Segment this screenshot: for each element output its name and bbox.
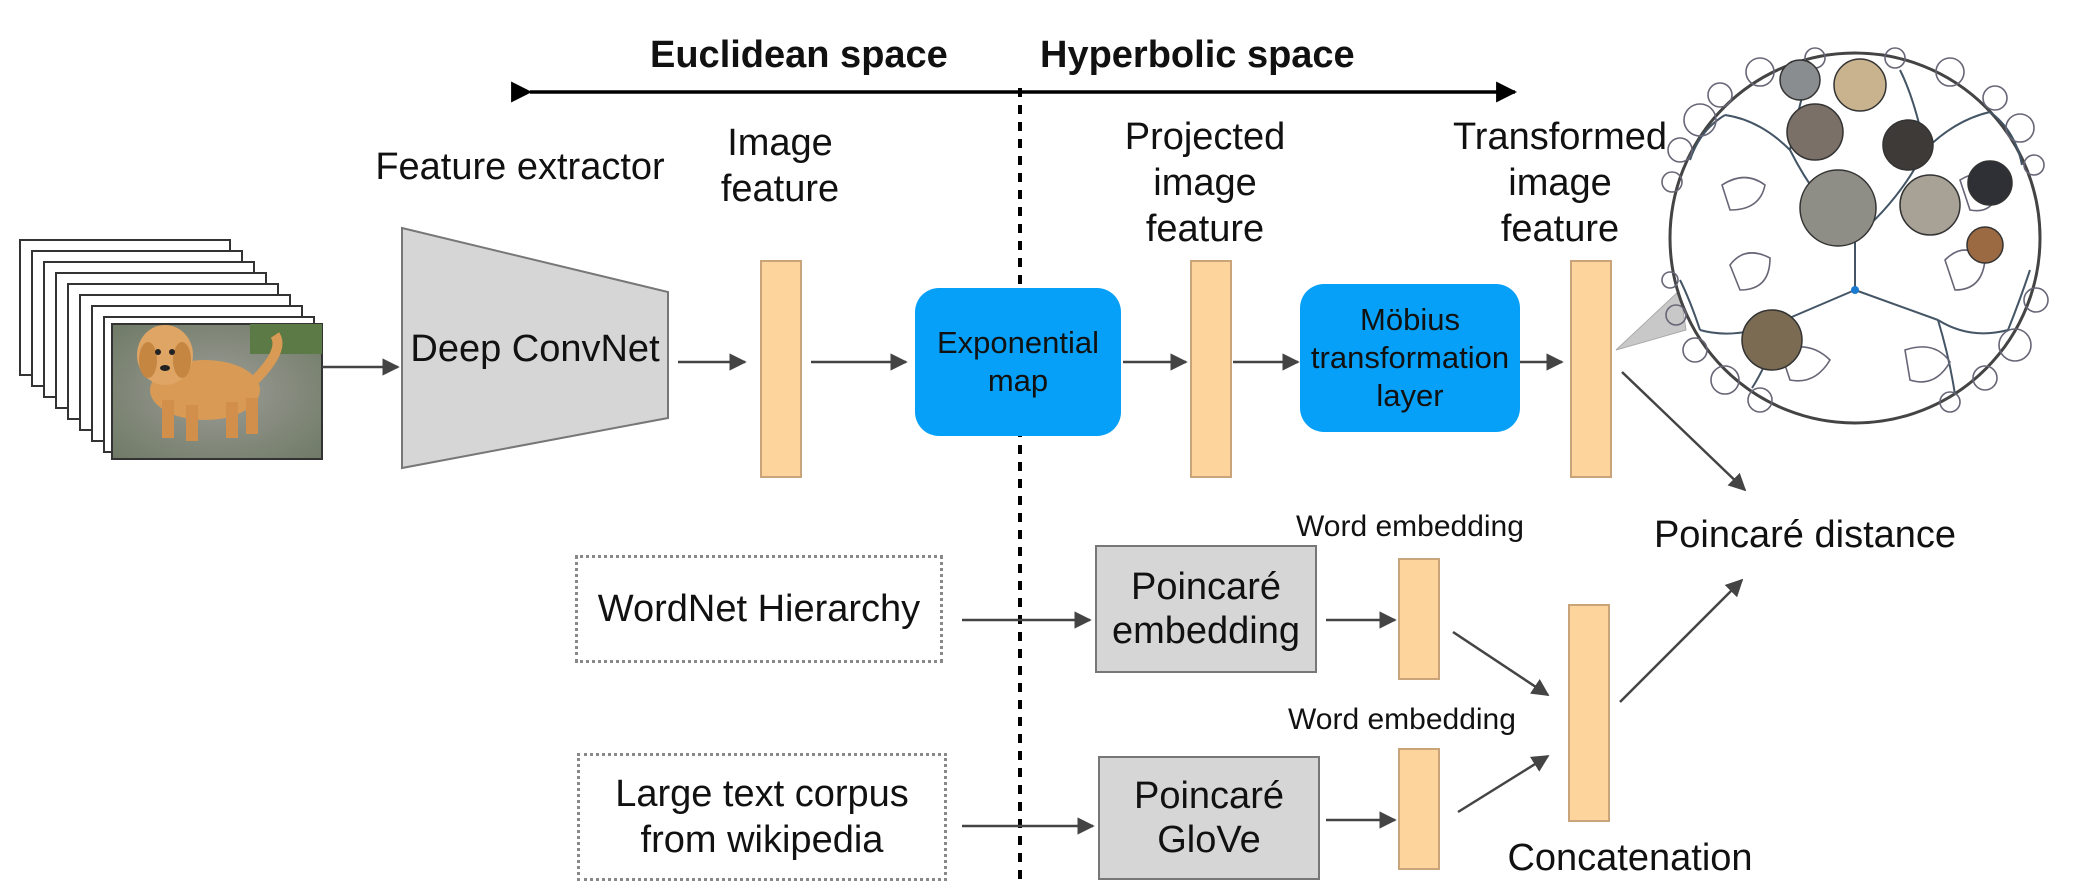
transformed-feature-bar [1570, 260, 1612, 478]
mobius-transformation-box: Möbius transformation layer [1300, 284, 1520, 432]
word-embedding-bottom-label: Word embedding [1288, 703, 1516, 736]
word-embedding-top-label: Word embedding [1296, 510, 1524, 543]
poincare-disk [1661, 47, 2049, 425]
image-feature-bar [760, 260, 802, 478]
zoom-callout [1615, 288, 1687, 351]
feature-extractor-label: Feature extractor [375, 146, 665, 188]
hyperbolic-space-label: Hyperbolic space [1040, 34, 1355, 76]
text-corpus-box: Large text corpus from wikipedia [577, 753, 947, 881]
exponential-map-box: Exponential map [915, 288, 1121, 436]
word-embedding-bar-bottom [1398, 748, 1440, 870]
deep-convnet-shape [401, 226, 669, 470]
word-embedding-bar-top [1398, 558, 1440, 680]
euclidean-space-label: Euclidean space [650, 34, 948, 76]
deep-convnet-text: Deep ConvNet [410, 328, 660, 370]
projected-feature-bar [1190, 260, 1232, 478]
transformed-image-feature-label: Transformed image feature [1453, 116, 1667, 250]
concatenation-label: Concatenation [1507, 837, 1753, 879]
concatenation-bar [1568, 604, 1610, 822]
projected-image-feature-label: Projected image feature [1124, 116, 1286, 250]
poincare-distance-label: Poincaré distance [1653, 514, 1957, 556]
wordnet-hierarchy-box: WordNet Hierarchy [575, 555, 943, 663]
dog-photo [111, 323, 323, 460]
image-feature-label: Image feature [720, 122, 840, 210]
poincare-glove-box: Poincaré GloVe [1098, 756, 1320, 880]
poincare-embedding-box: Poincaré embedding [1095, 545, 1317, 673]
